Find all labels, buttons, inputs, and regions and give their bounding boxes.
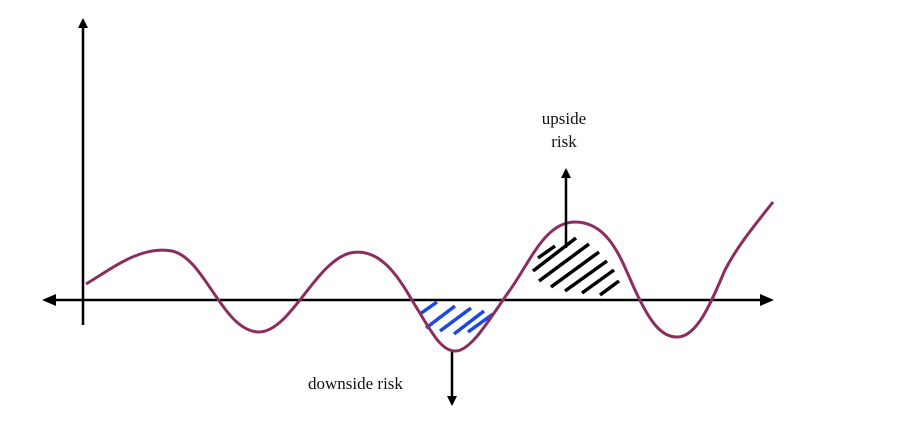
upside-risk-label: upside risk [518, 107, 610, 153]
value-curve [85, 201, 775, 353]
downside-hatch [418, 300, 495, 336]
upside-hatch [531, 236, 621, 297]
upside-risk-label-line2: risk [551, 132, 577, 151]
x-axis-left-arrow-icon [42, 294, 56, 306]
x-axis-right-arrow-icon [760, 294, 774, 306]
upside-risk-label-line1: upside [541, 109, 587, 128]
downside-risk-label: downside risk [308, 374, 403, 393]
